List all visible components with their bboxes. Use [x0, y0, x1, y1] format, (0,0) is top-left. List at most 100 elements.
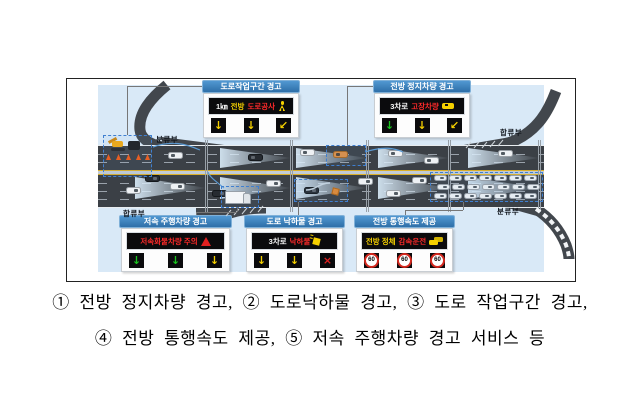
callout-title-work-zone-warning: 도로작업구간 경고 [202, 80, 300, 93]
congested-vehicle [479, 175, 492, 181]
work-vehicle [128, 141, 140, 150]
callout-panel-slow-vehicle-warning: 저속화물차량 주의 ↓ ↓ ↓ [121, 228, 230, 272]
vehicle [386, 190, 401, 197]
down-left-arrow: ↙ [449, 119, 460, 132]
congested-vehicle [464, 175, 477, 181]
traffic-cone [145, 154, 150, 160]
congested-vehicle [494, 175, 507, 181]
congested-cars-icon [429, 237, 444, 245]
slow-truck [225, 191, 251, 204]
broken-car-icon [441, 103, 454, 109]
congested-vehicle [434, 193, 447, 199]
vms-text-segment: 3차로 [390, 101, 409, 111]
down-arrow: ↓ [213, 119, 224, 132]
down-arrow: ↓ [417, 119, 427, 132]
median-strip [98, 171, 544, 174]
worker-icon [278, 101, 286, 111]
down-arrow: ↓ [289, 254, 300, 267]
vms-cell: 60 [364, 253, 379, 268]
down-arrow: ↓ [246, 119, 256, 132]
label-merge-bottom-left: 합류부 [123, 209, 146, 218]
vms-cell: ↓ [243, 118, 259, 133]
vms-cell: ↓ [168, 253, 183, 268]
vms-text-segment: 1㎞ [215, 101, 228, 111]
vehicle [388, 150, 403, 157]
falling-object-box [294, 179, 348, 202]
connector-line [463, 202, 464, 210]
connector-line [298, 202, 299, 215]
vms-text-segment: 전방 정체 [365, 236, 396, 246]
down-arrow: ↓ [256, 254, 267, 267]
vms-gantry [538, 140, 541, 212]
excavator-icon [107, 137, 126, 151]
down-arrow: ↓ [209, 254, 220, 267]
vehicle [424, 157, 439, 164]
congested-vehicle [512, 184, 525, 190]
connector-line [127, 86, 202, 87]
vehicle [126, 187, 141, 194]
vehicle [145, 175, 160, 182]
vms-text-segment: 저속화물차량 주의 [140, 236, 198, 246]
vms-cell: ↙ [447, 118, 462, 133]
vms-text-segment: 3차로 [268, 236, 287, 246]
congested-vehicle [509, 175, 522, 181]
vms-cell: ↓ [254, 253, 269, 268]
work-zone-box [103, 135, 152, 177]
congested-vehicle [437, 184, 450, 190]
congested-vehicle [449, 175, 462, 181]
vehicle [248, 154, 263, 161]
label-diverge-bottom-right: 분류부 [497, 207, 520, 216]
callout-title-speed-info: 전방 통행속도 제공 [354, 215, 455, 228]
congestion-box [430, 172, 543, 202]
vms-cell: ↓ [382, 118, 397, 133]
traffic-cone [126, 154, 131, 160]
callout-title-falling-object-warning: 도로 낙하물 경고 [244, 215, 345, 228]
vms-cell: ↓ [414, 118, 430, 133]
down-arrow: ↓ [131, 254, 142, 267]
vehicle [412, 177, 427, 184]
label-merge-top-right: 합류부 [500, 128, 523, 137]
vms-cell: ↓ [211, 118, 226, 133]
congested-vehicle [509, 193, 522, 199]
vms-gantry [366, 140, 369, 212]
vehicle [168, 152, 183, 159]
vehicle [266, 180, 281, 187]
connector-line [127, 86, 128, 135]
connector-line [196, 212, 237, 213]
congested-vehicle [434, 175, 447, 181]
congested-vehicle [497, 184, 510, 190]
connector-line [347, 86, 373, 87]
congested-vehicle [452, 184, 465, 190]
vms-symbol-row: ↓ ↓ ↙ [379, 118, 465, 133]
congested-vehicle [479, 193, 492, 199]
vehicle [498, 150, 513, 157]
warning-triangle-icon [200, 236, 211, 246]
down-arrow: ↓ [384, 119, 395, 132]
vms-cell: ↓ [207, 253, 222, 268]
label-diverge-top-left: 분류부 [156, 135, 179, 144]
speed-limit-sign: 60 [397, 253, 412, 268]
callout-title-slow-vehicle-warning: 저속 주행차량 경고 [119, 215, 232, 228]
vms-cell: ↙ [276, 118, 291, 133]
vms-symbol-row: ↓ ↓ ↙ [208, 118, 294, 133]
falling-object-icon [312, 236, 322, 246]
vms-cell: ↓ [287, 253, 302, 268]
vms-text-segment: 감속운전 [398, 236, 427, 246]
vms-text-segment: 도로공사 [247, 101, 276, 111]
speed-limit-sign: 60 [364, 253, 379, 268]
connector-line [196, 212, 197, 215]
traffic-cone [116, 154, 121, 160]
vehicle [300, 149, 315, 156]
vms-cell: 60 [430, 253, 445, 268]
vms-cell: ↓ [129, 253, 144, 268]
vms-gantry [205, 140, 208, 212]
congested-vehicle [467, 184, 480, 190]
congested-vehicle [524, 175, 537, 181]
congested-vehicle [524, 193, 537, 199]
